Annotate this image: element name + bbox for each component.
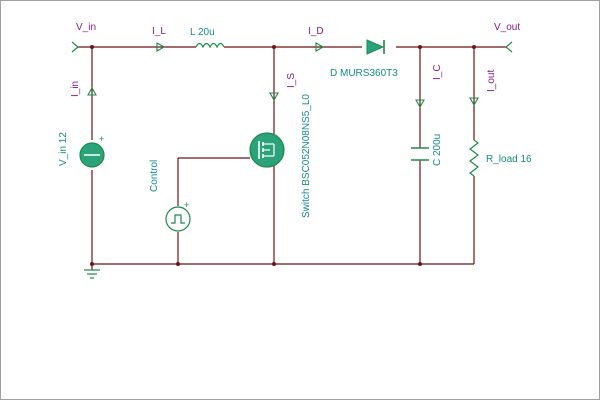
- wires: [78, 46, 506, 270]
- i-out-label: I_out: [486, 70, 497, 92]
- current-arrow-i-in-icon: [87, 86, 97, 96]
- junction-dots: [90, 45, 476, 266]
- dc-voltage-source-symbol[interactable]: +: [79, 134, 105, 168]
- capacitor-symbol[interactable]: [411, 147, 429, 161]
- i-in-label: I_in: [70, 81, 81, 97]
- resistor-symbol[interactable]: [469, 139, 479, 177]
- current-arrow-i-c-icon: [415, 99, 425, 109]
- i-c-label: I_C: [432, 64, 443, 80]
- mosfet-switch-symbol[interactable]: [249, 132, 285, 168]
- i-s-label: I_S: [286, 73, 297, 88]
- diode-symbol[interactable]: [366, 39, 385, 55]
- v-in-net-label: V_in: [76, 22, 96, 33]
- control-source-symbol[interactable]: +: [165, 200, 191, 232]
- current-arrow-i-d-icon: [315, 42, 325, 52]
- v-out-terminal-icon[interactable]: [505, 41, 513, 53]
- inductor-symbol[interactable]: [195, 42, 225, 49]
- v-out-net-label: V_out: [494, 22, 520, 33]
- current-arrow-i-s-icon: [269, 92, 279, 102]
- current-arrow-i-out-icon: [469, 97, 479, 107]
- ground-icon: [84, 269, 100, 279]
- control-label: Control: [149, 160, 160, 192]
- svg-text:+: +: [184, 200, 189, 210]
- current-arrow-i-l-icon: [156, 42, 166, 52]
- load-resistor-label: R_load 16: [486, 154, 532, 165]
- diode-label: D MURS360T3: [330, 68, 398, 79]
- i-d-label: I_D: [308, 26, 324, 37]
- source-label: V_in 12: [58, 132, 69, 166]
- capacitor-label: C 200u: [432, 134, 443, 166]
- svg-text:+: +: [99, 134, 104, 144]
- v-in-terminal-icon[interactable]: [71, 41, 79, 53]
- i-l-label: I_L: [152, 26, 166, 37]
- switch-label: Switch BSC052N08NS5_L0: [301, 94, 312, 218]
- inductor-label: L 20u: [190, 27, 215, 38]
